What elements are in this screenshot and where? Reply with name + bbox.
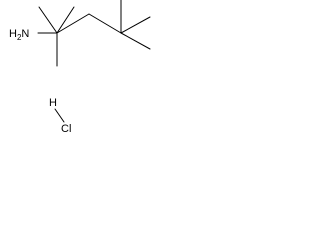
bond-c3-methyl-right <box>120 16 151 34</box>
amine-hydrogen: H <box>9 28 17 40</box>
bond-c1-methyl-right <box>56 6 75 34</box>
carbon-skeleton <box>37 0 151 67</box>
chemical-structure-diagram: H2N H Cl <box>9 0 151 135</box>
bond-ch2-c3 <box>88 13 122 34</box>
bond-c3-methyl-bottom <box>120 32 151 50</box>
bond-c1-ch2 <box>56 13 90 34</box>
bond-h-cl <box>54 108 65 123</box>
hydrochloride-salt: H Cl <box>49 97 71 135</box>
amine-hydrogen-count: 2 <box>17 33 22 42</box>
salt-hydrogen: H <box>49 97 57 109</box>
bond-c1-methyl-left <box>38 6 58 34</box>
amine-nitrogen: N <box>21 28 29 40</box>
amine-label: H2N <box>9 28 29 42</box>
salt-chlorine: Cl <box>61 123 71 135</box>
